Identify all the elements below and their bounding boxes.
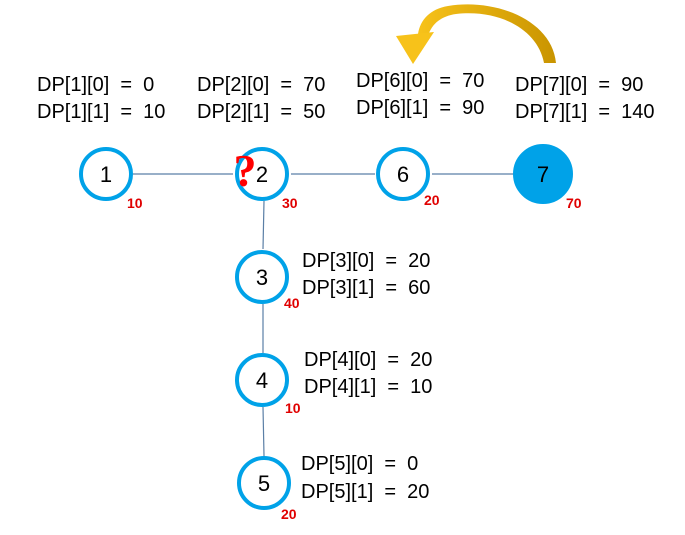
dp-3-1: DP[3][1] = 60 <box>302 277 430 299</box>
weight-node-4: 10 <box>285 400 301 416</box>
edges <box>133 173 514 457</box>
node-label: 3 <box>256 265 268 290</box>
node-5: 5 <box>237 456 291 510</box>
dp-7-1: DP[7][1] = 140 <box>515 101 655 123</box>
question-mark: ? <box>234 145 257 196</box>
node-7: 7 <box>513 144 573 204</box>
curved-arrow-icon <box>396 4 556 64</box>
node-3: 3 <box>235 250 289 304</box>
weight-node-5: 20 <box>281 506 297 522</box>
weight-node-2: 30 <box>282 195 298 211</box>
dp-1-1: DP[1][1] = 10 <box>37 101 165 123</box>
dp-5-0: DP[5][0] = 0 <box>301 453 418 475</box>
node-4: 4 <box>235 353 289 407</box>
node-label: 2 <box>256 162 268 187</box>
dp-2-0: DP[2][0] = 70 <box>197 74 325 96</box>
weight-node-3: 40 <box>284 295 300 311</box>
dp-4-1: DP[4][1] = 10 <box>304 376 432 398</box>
edge-4-5 <box>262 406 265 457</box>
edge-2-3 <box>262 200 265 250</box>
node-label: 6 <box>397 162 409 187</box>
dp-2-1: DP[2][1] = 50 <box>197 101 325 123</box>
dp-4-0: DP[4][0] = 20 <box>304 349 432 371</box>
dp-6-0: DP[6][0] = 70 <box>356 70 484 92</box>
dp-1-0: DP[1][0] = 0 <box>37 74 154 96</box>
node-label: 1 <box>100 162 112 187</box>
node-label: 4 <box>256 368 268 393</box>
weight-node-7: 70 <box>566 195 582 211</box>
node-2: 2 <box>235 147 289 201</box>
dp-5-1: DP[5][1] = 20 <box>301 481 429 503</box>
node-1: 1 <box>79 147 133 201</box>
weight-node-6: 20 <box>424 192 440 208</box>
dp-7-0: DP[7][0] = 90 <box>515 74 643 96</box>
weight-node-1: 10 <box>127 195 143 211</box>
node-label: 7 <box>537 162 549 187</box>
dp-3-0: DP[3][0] = 20 <box>302 250 430 272</box>
node-6: 6 <box>376 147 430 201</box>
node-label: 5 <box>258 471 270 496</box>
dp-6-1: DP[6][1] = 90 <box>356 97 484 119</box>
